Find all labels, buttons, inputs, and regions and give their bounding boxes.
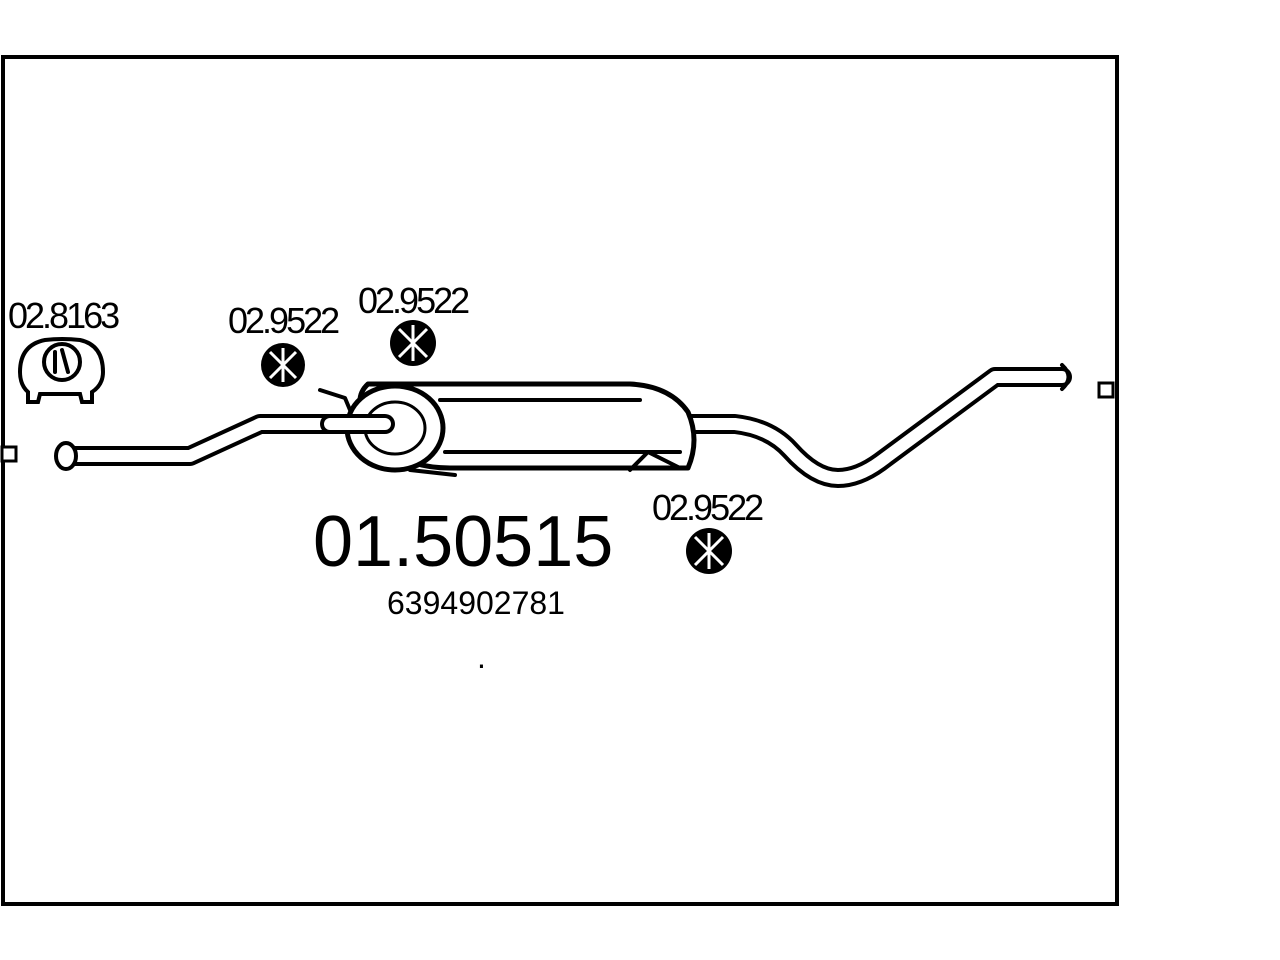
rubber-mount-icon — [390, 320, 436, 366]
part-number: 01.50515 — [313, 502, 613, 582]
clamp-icon — [17, 337, 106, 404]
left-connection-marker — [0, 445, 18, 463]
clamp-code-label: 02.8163 — [8, 295, 119, 336]
oem-number: 6394902781 — [387, 585, 565, 621]
rubber-mount-1-code-label: 02.9522 — [228, 300, 339, 341]
rubber-mount-icon — [261, 343, 305, 387]
rubber-mount-icon — [686, 528, 732, 574]
dot-mark: . — [477, 639, 486, 675]
tail-pipe — [680, 363, 1072, 488]
right-connection-marker — [1097, 381, 1115, 399]
rubber-mount-3-code-label: 02.9522 — [652, 487, 763, 528]
rubber-mount-2-code-label: 02.9522 — [358, 280, 469, 321]
muffler — [318, 381, 697, 477]
drawing-frame — [1, 55, 1119, 906]
